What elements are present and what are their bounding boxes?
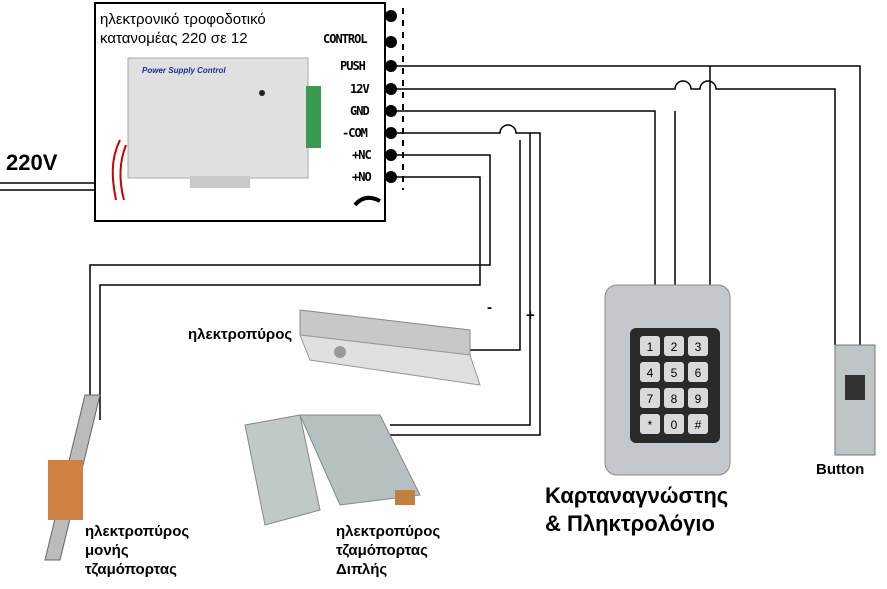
exit-button-device [834,344,876,456]
label-line: ηλεκτροπύρος [336,523,441,540]
polarity-plus: + [526,307,535,324]
psu-led [259,90,265,96]
keypad-key [664,336,684,356]
keypad-key-label: # [695,418,702,432]
psu-power-wires [111,139,127,201]
keypad-key-label: 2 [671,340,678,354]
single-strike-label: ηλεκτροπύρος μονής τζαμόπορτας [85,522,189,579]
keypad-key [640,414,660,434]
double-lock-image [244,414,421,526]
psu-device-label: Power Supply Control [142,66,226,75]
keypad-key [664,388,684,408]
keypad-key [640,336,660,356]
psu-mount-bracket [190,176,250,188]
bolt-label: ηλεκτροπύρος [188,326,293,343]
keypad-key-label: * [648,418,653,432]
psu-terminal-block [306,86,321,148]
double-lock-label: ηλεκτροπύρος τζαμόπορτας Διπλής [336,522,440,579]
terminal-gnd: GND [350,104,370,118]
psu-title-line2: κατανομέας 220 σε 12 [100,30,248,47]
label-line: τζαμόπορτας [85,561,177,578]
keypad-key [688,388,708,408]
keypad-device: 1 2 3 4 5 6 7 8 9 * 0 # [604,284,731,476]
terminal-nc: +NC [352,148,372,162]
keypad-key-label: 5 [671,366,678,380]
keypad-key-label: 9 [695,392,702,406]
keypad-key [664,362,684,382]
keypad-key [640,362,660,382]
terminal-control: CONTROL [323,32,368,46]
terminal-dots [385,10,397,183]
psu-symbol [353,195,381,207]
psu-device-image [127,57,309,179]
terminal-com: -COM [342,126,368,140]
label-line: Διπλής [336,561,388,578]
keypad-key-label: 8 [671,392,678,406]
keypad-key [640,388,660,408]
keypad-key-label: 0 [671,418,678,432]
button-label: Button [816,461,865,478]
keypad-key [688,336,708,356]
keypad-key-label: 1 [647,340,654,354]
terminal-12v: 12V [350,82,370,96]
keypad-key-label: 6 [695,366,702,380]
terminal-no: +NO [352,170,372,184]
label-line: ηλεκτροπύρος [85,523,190,540]
keypad-label: Καρταναγνώστης & Πληκτρολόγιο [545,482,728,538]
keypad-key-label: 3 [695,340,702,354]
single-strike-image [44,394,101,561]
input-voltage-label: 220V [6,150,58,175]
keypad-key [664,414,684,434]
label-line: μονής [85,542,129,559]
keypad-key [688,414,708,434]
keypad-key-label: 4 [647,366,654,380]
electric-bolt-image [299,309,481,386]
label-line: τζαμόπορτας [336,542,428,559]
psu-title-line1: ηλεκτρονικό τροφοδοτικό [100,11,266,28]
terminal-push: PUSH [340,59,366,73]
keypad-key [688,362,708,382]
label-line: Καρταναγνώστης [545,483,729,508]
wires [89,65,861,436]
polarity-minus: - [487,299,492,316]
psu-title: ηλεκτρονικό τροφοδοτικό κατανομέας 220 σ… [100,10,266,48]
label-line: & Πληκτρολόγιο [545,511,715,536]
keypad-key-label: 7 [647,392,654,406]
